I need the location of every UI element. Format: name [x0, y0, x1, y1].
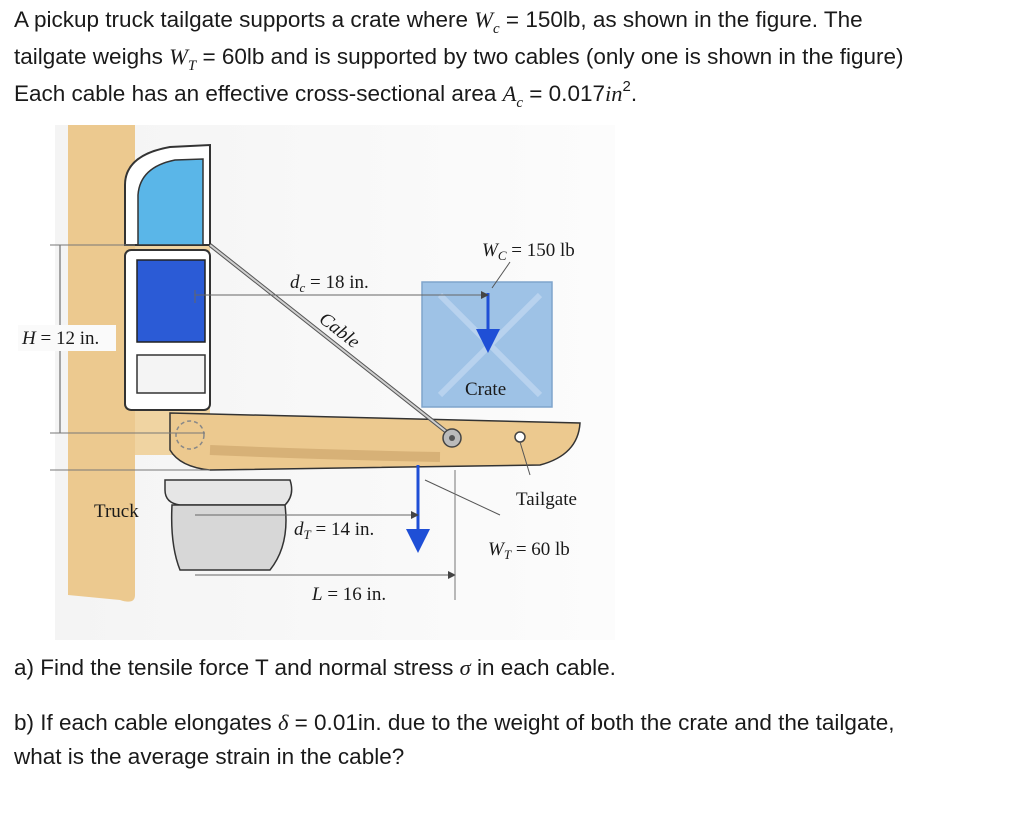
truck-body	[68, 125, 135, 602]
tailgate-label: Tailgate	[516, 489, 577, 510]
question-a: a) Find the tensile force T and normal s…	[14, 651, 1019, 685]
problem-line-2: tailgate weighs WT = 60lb and is support…	[14, 40, 1019, 77]
symbol-wt: W	[169, 44, 188, 69]
text-run: = 0.01in. due to the weight of both the …	[288, 710, 895, 735]
subscript-c: c	[493, 21, 500, 37]
symbol-delta: δ	[277, 710, 289, 735]
crate-label-bg	[462, 377, 514, 399]
bumper-top	[164, 479, 293, 506]
symbol-sigma: σ	[459, 655, 471, 680]
text-run: .	[630, 81, 638, 106]
taillight-lens	[136, 259, 206, 343]
text-run: Each cable has an effective cross-sectio…	[14, 81, 503, 106]
text-run: tailgate weighs	[14, 44, 170, 69]
cable-anchor-pin	[449, 435, 455, 441]
tailgate-figure: WC = 150 lb dc = 18 in. Cable H = 12 in.…	[18, 125, 615, 640]
question-b: b) If each cable elongates δ = 0.01in. d…	[14, 706, 1019, 774]
wt-leader	[424, 479, 501, 516]
dt-label: dT = 14 in.	[294, 519, 374, 542]
symbol-wc: W	[474, 7, 493, 32]
wt-label: WT = 60 lb	[488, 539, 570, 562]
question-b-line-1: b) If each cable elongates δ = 0.01in. d…	[14, 706, 1019, 740]
text-run: = 0.017	[523, 81, 605, 106]
wc-label: WC = 150 lb	[482, 240, 575, 263]
bumper-body	[170, 504, 287, 571]
text-run: in each cable.	[470, 655, 616, 680]
text-run: a) Find the tensile force T and normal s…	[14, 655, 460, 680]
text-run: = 60lb and is supported by two cables (o…	[196, 44, 904, 69]
problem-line-1: A pickup truck tailgate supports a crate…	[14, 3, 1019, 40]
rear-window	[137, 158, 204, 246]
l-label: L = 16 in.	[311, 584, 386, 605]
hinge	[175, 420, 205, 450]
problem-line-3: Each cable has an effective cross-sectio…	[14, 77, 1019, 114]
cable-highlight	[209, 244, 449, 434]
tailgate-shade	[209, 445, 441, 462]
superscript-2: 2	[622, 78, 631, 95]
reverse-light	[136, 354, 206, 394]
crate-label: Crate	[465, 379, 506, 400]
h-label-bg	[18, 325, 116, 351]
subscript-t: T	[187, 58, 197, 74]
subscript-c: c	[516, 95, 524, 111]
text-run: A pickup truck tailgate supports a crate…	[14, 7, 475, 32]
tailgate-cg	[514, 431, 526, 443]
question-b-line-2: what is the average strain in the cable?	[14, 744, 405, 769]
tailgate-leader	[519, 441, 531, 476]
unit-in: in	[604, 81, 623, 106]
text-run: b) If each cable elongates	[14, 710, 278, 735]
dc-label: dc = 18 in.	[290, 272, 369, 295]
text-run: = 150lb, as shown in the figure. The	[499, 7, 863, 32]
h-label: H = 12 in.	[21, 328, 99, 349]
symbol-ac: A	[502, 81, 517, 106]
problem-statement: A pickup truck tailgate supports a crate…	[14, 3, 1019, 114]
wc-leader	[491, 261, 511, 289]
truck-label: Truck	[94, 501, 139, 522]
